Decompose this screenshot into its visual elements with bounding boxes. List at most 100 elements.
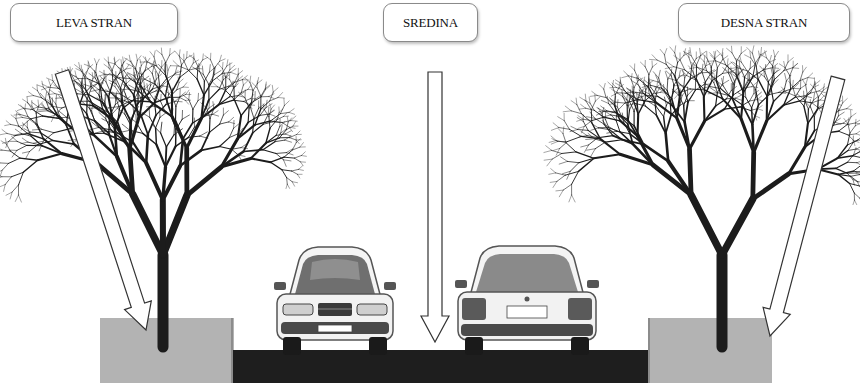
label-box: LEVA STRAN bbox=[10, 3, 178, 42]
tree-branch bbox=[253, 84, 257, 91]
tree-branch bbox=[118, 108, 120, 122]
tree-branch bbox=[162, 55, 166, 63]
tree-branch bbox=[171, 65, 179, 66]
tree-branch bbox=[87, 89, 91, 99]
tree-branch bbox=[785, 68, 790, 76]
tree-branch bbox=[115, 87, 120, 94]
tree-branch bbox=[213, 111, 218, 115]
tree-branch bbox=[853, 200, 855, 205]
tree-branch bbox=[765, 77, 771, 87]
tree-branch bbox=[189, 136, 200, 137]
tree-branch bbox=[10, 151, 20, 158]
tree-branch bbox=[243, 76, 248, 80]
tree-branch bbox=[9, 141, 17, 142]
tree-branch bbox=[238, 155, 241, 161]
tree-branch bbox=[16, 117, 22, 119]
tree-branch bbox=[552, 150, 562, 153]
tree-branch bbox=[120, 130, 130, 132]
tree-branch bbox=[806, 79, 808, 85]
tree-branch bbox=[183, 54, 184, 61]
tree-branch bbox=[175, 106, 177, 120]
tree-branch bbox=[857, 160, 860, 162]
tree-branch bbox=[753, 70, 764, 77]
tree-branch bbox=[287, 178, 293, 182]
tree-branch bbox=[133, 194, 163, 255]
tree-branch bbox=[78, 78, 88, 79]
tree-branch bbox=[710, 88, 717, 93]
tree-branch bbox=[82, 102, 89, 109]
tree-branch bbox=[716, 92, 718, 106]
tree-branch bbox=[0, 150, 2, 152]
tree-branch bbox=[276, 154, 284, 160]
tree-branch bbox=[855, 119, 857, 126]
tree-branch bbox=[6, 121, 10, 125]
tree-branch bbox=[294, 158, 300, 162]
tree-branch bbox=[288, 118, 292, 122]
tree-branch bbox=[848, 118, 849, 124]
tree-branch bbox=[715, 58, 718, 68]
tree-branch bbox=[697, 56, 701, 66]
tree-branch bbox=[587, 136, 598, 138]
tree-branch bbox=[563, 171, 571, 173]
tree-branch bbox=[789, 147, 805, 174]
tree-branch bbox=[163, 195, 187, 255]
tree-branch bbox=[120, 78, 130, 79]
tree-branch bbox=[230, 65, 235, 69]
tree-branch bbox=[38, 109, 46, 110]
tree-branch bbox=[46, 102, 52, 106]
tree-branch bbox=[260, 108, 266, 116]
tree-branch bbox=[172, 96, 176, 106]
tree-branch bbox=[854, 148, 856, 155]
tree-branch bbox=[623, 97, 630, 102]
tree-branch bbox=[784, 81, 787, 91]
tree-branch bbox=[261, 96, 269, 97]
tree-branch bbox=[287, 184, 289, 188]
tree-branch bbox=[165, 96, 172, 116]
tree-branch bbox=[773, 70, 778, 76]
tree-branch bbox=[550, 181, 557, 182]
tree-branch bbox=[743, 81, 749, 90]
tree-branch bbox=[756, 79, 758, 89]
tree-branch bbox=[853, 156, 860, 158]
tree-branch bbox=[183, 87, 188, 88]
tree-branch bbox=[706, 51, 707, 58]
tree-branch bbox=[752, 46, 754, 53]
tree-branch bbox=[853, 180, 858, 182]
tree-branch bbox=[165, 110, 176, 120]
right-sidewalk bbox=[648, 318, 772, 383]
tree-branch bbox=[818, 100, 819, 108]
tree-branch bbox=[733, 74, 739, 79]
tree-branch bbox=[271, 162, 282, 170]
tree-branch bbox=[210, 53, 211, 60]
tree-branch bbox=[590, 103, 594, 110]
tree-branch bbox=[104, 131, 117, 133]
tree-branch bbox=[36, 124, 41, 133]
tree-branch bbox=[217, 78, 222, 82]
tree-branch bbox=[583, 119, 592, 120]
tree-branch bbox=[667, 79, 669, 90]
tree-branch bbox=[114, 74, 120, 77]
tree-branch bbox=[572, 195, 576, 202]
tree-branch bbox=[41, 105, 47, 111]
tree-branch bbox=[290, 138, 297, 140]
tree-branch bbox=[73, 75, 78, 78]
tree-branch bbox=[630, 102, 635, 112]
tree-branch bbox=[115, 76, 117, 83]
tree-branch bbox=[750, 61, 751, 68]
tree-branch bbox=[47, 100, 52, 105]
tree-branch bbox=[563, 111, 571, 112]
tree-branch bbox=[179, 79, 183, 83]
tree-branch bbox=[136, 60, 138, 68]
tree-branch bbox=[802, 66, 803, 72]
tree-branch bbox=[201, 132, 209, 150]
tree-branch bbox=[808, 73, 813, 78]
tree-branch bbox=[726, 65, 736, 75]
tree-branch bbox=[856, 170, 860, 173]
tree-branch bbox=[688, 50, 689, 57]
tree-branch bbox=[139, 74, 141, 86]
tree-branch bbox=[771, 76, 773, 87]
tree-branch bbox=[189, 68, 197, 70]
tree-branch bbox=[296, 131, 300, 135]
tree-branch bbox=[637, 77, 639, 84]
